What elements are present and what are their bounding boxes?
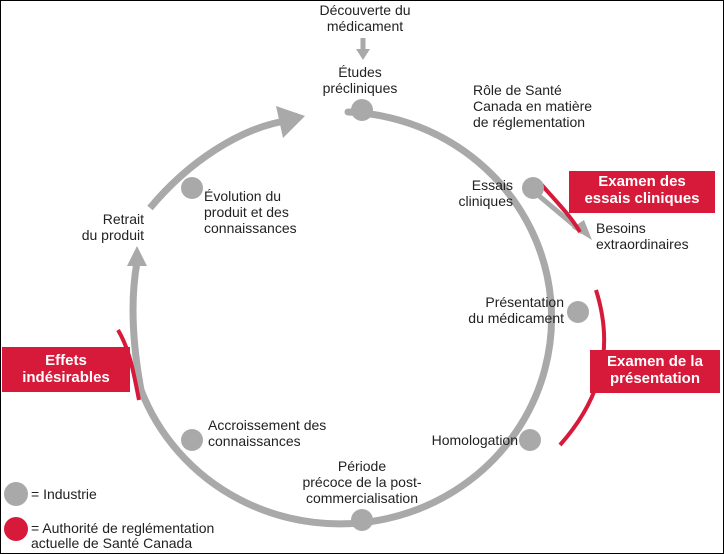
label-besoins: Besoins extraordinaires <box>596 220 689 252</box>
legend-industrie: = Industrie <box>31 486 97 502</box>
cycle-ring <box>137 108 556 528</box>
return-arrow-head <box>276 106 305 138</box>
legend-industry-dot <box>4 482 28 506</box>
node-evolution <box>181 177 203 199</box>
discovery-arrow-head <box>356 49 370 60</box>
label-accroissement: Accroissement des connaissances <box>208 417 327 449</box>
label-periode: Période précoce de la post- commercialis… <box>302 458 422 506</box>
node-presentation <box>567 301 589 323</box>
label-role: Rôle de Santé Canada en matière de régle… <box>473 82 593 130</box>
label-etudes: Études précliniques <box>322 64 398 96</box>
legend-autorite: = Authorité de reglémentation actuelle d… <box>31 520 215 551</box>
label-homologation: Homologation <box>431 432 518 448</box>
cycle-left-arc <box>129 261 145 391</box>
label-decouverte: Découverte du médicament <box>319 2 411 34</box>
red-arc-effets <box>116 328 141 401</box>
label-essais: Essais cliniques <box>458 177 513 209</box>
node-homologation <box>519 429 541 451</box>
node-accroissement <box>181 429 203 451</box>
node-essais <box>522 177 544 199</box>
retrait-arrow-head <box>127 246 147 266</box>
cycle-return-arc <box>147 118 281 211</box>
node-etudes <box>351 99 373 121</box>
label-evolution: Évolution du produit et des connaissance… <box>204 188 297 236</box>
node-periode <box>351 509 373 531</box>
label-presentation-medicament: Présentation du médicament <box>468 294 564 326</box>
label-retrait: Retrait du produit <box>81 211 144 243</box>
box-effets-indesirables: Effets indésirables <box>2 347 130 392</box>
box-examen-essais: Examen des essais cliniques <box>569 171 715 213</box>
box-examen-presentation: Examen de la présentation <box>590 350 720 393</box>
legend-regulator-dot <box>4 517 28 541</box>
